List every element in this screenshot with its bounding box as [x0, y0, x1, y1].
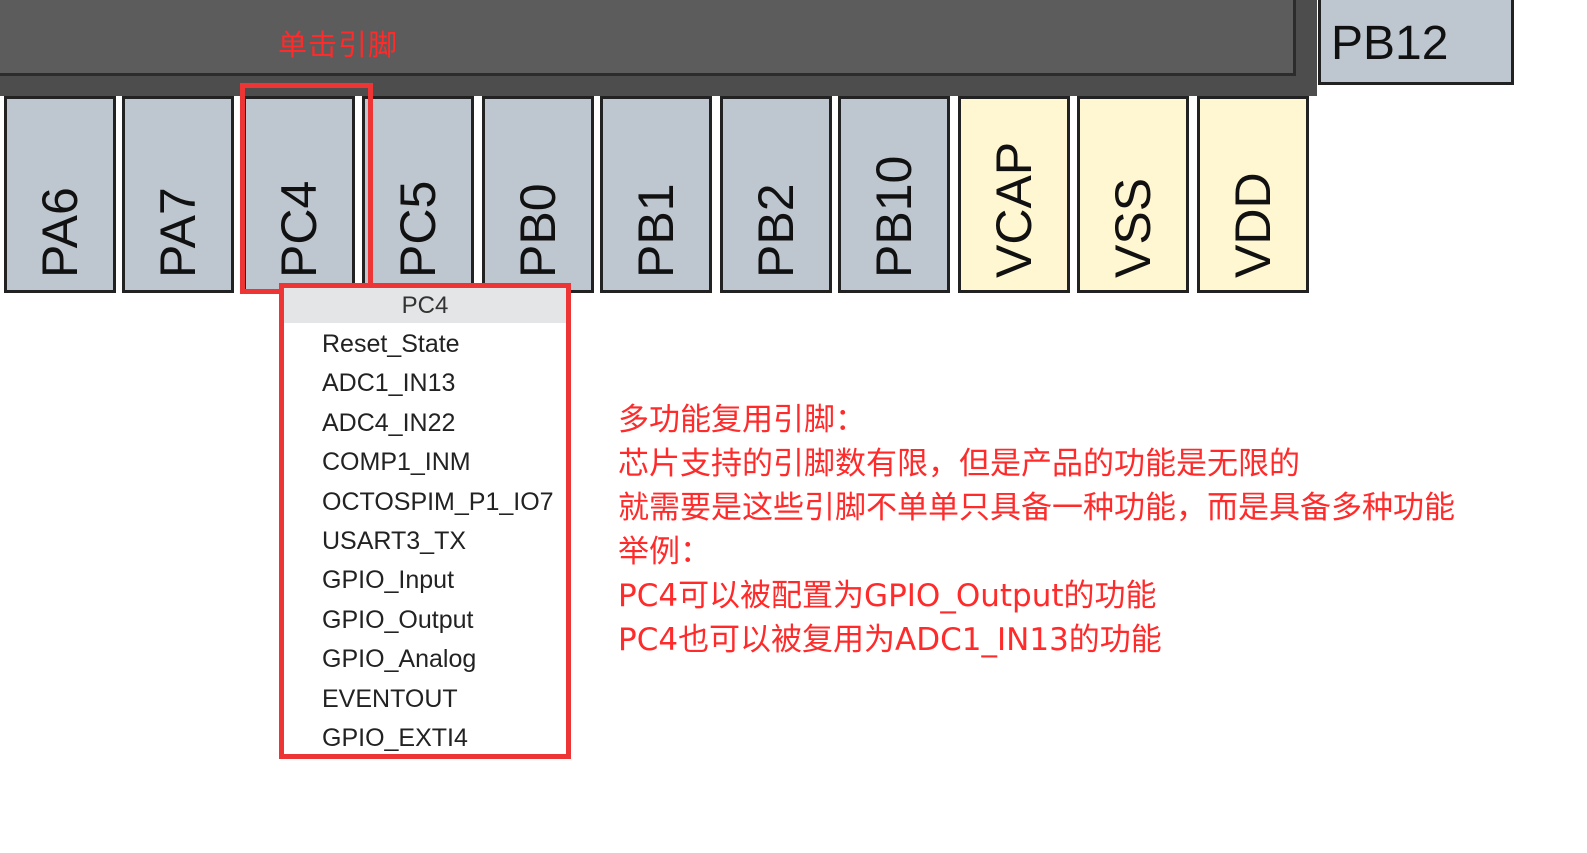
chip-package	[0, 0, 1296, 76]
note-line: 举例：	[618, 534, 711, 570]
menu-item-adc1-in13[interactable]: ADC1_IN13	[322, 369, 456, 398]
pin-pb12[interactable]: PB12	[1318, 0, 1514, 85]
menu-item-adc4-in22[interactable]: ADC4_IN22	[322, 408, 456, 437]
pin-label: VDD	[1225, 172, 1281, 278]
pin-label: PB2	[748, 183, 804, 278]
menu-item-usart3-tx[interactable]: USART3_TX	[322, 526, 467, 555]
pin-pc4[interactable]: PC4	[243, 96, 355, 293]
menu-item-gpio-analog[interactable]: GPIO_Analog	[322, 645, 477, 674]
pin-label: PC5	[390, 180, 446, 278]
pin-label: PB10	[866, 155, 922, 278]
pin-label: PC4	[271, 180, 327, 278]
pin-vdd[interactable]: VDD	[1197, 96, 1309, 293]
pin-label: VSS	[1105, 177, 1161, 278]
pin-pa6[interactable]: PA6	[4, 96, 116, 293]
note-line: 就需要是这些引脚不单单只具备一种功能，而是具备多种功能	[618, 490, 1455, 526]
menu-title: PC4	[284, 288, 566, 323]
pin-pb0[interactable]: PB0	[482, 96, 594, 293]
pin-label: PA7	[150, 187, 206, 278]
pin-pb2[interactable]: PB2	[720, 96, 832, 293]
pin-label: VCAP	[986, 141, 1042, 278]
pin-vss[interactable]: VSS	[1077, 96, 1189, 293]
pin-label: PA6	[32, 187, 88, 278]
menu-item-reset-state[interactable]: Reset_State	[322, 330, 460, 358]
pin-vcap[interactable]: VCAP	[958, 96, 1070, 293]
menu-item-comp1-inm[interactable]: COMP1_INM	[322, 448, 471, 477]
explanation-note: 多功能复用引脚： 芯片支持的引脚数有限，但是产品的功能是无限的 就需要是这些引脚…	[618, 398, 1455, 662]
menu-item-gpio-input[interactable]: GPIO_Input	[322, 566, 455, 595]
click-hint-annotation: 单击引脚	[278, 28, 399, 62]
pin-pb1[interactable]: PB1	[600, 96, 712, 293]
menu-item-eventout[interactable]: EVENTOUT	[322, 684, 458, 713]
note-line: PC4也可以被复用为ADC1_IN13的功能	[618, 622, 1162, 658]
pin-pc5[interactable]: PC5	[362, 96, 474, 293]
pin-label: PB0	[510, 183, 566, 278]
pin-pa7[interactable]: PA7	[122, 96, 234, 293]
note-line: 芯片支持的引脚数有限，但是产品的功能是无限的	[618, 446, 1300, 482]
pin-pb10[interactable]: PB10	[838, 96, 950, 293]
pin-label: PB12	[1331, 17, 1449, 70]
menu-item-octospim-p1-io7[interactable]: OCTOSPIM_P1_IO7	[322, 487, 554, 516]
chip-body	[0, 0, 1317, 96]
note-line: 多功能复用引脚：	[618, 402, 866, 438]
menu-item-gpio-exti4[interactable]: GPIO_EXTI4	[322, 723, 468, 752]
pin-label: PB1	[628, 183, 684, 278]
note-line: PC4可以被配置为GPIO_Output的功能	[618, 578, 1157, 614]
menu-item-gpio-output[interactable]: GPIO_Output	[322, 605, 474, 634]
pin-function-menu: PC4 Reset_State ADC1_IN13 ADC4_IN22 COMP…	[279, 283, 571, 759]
